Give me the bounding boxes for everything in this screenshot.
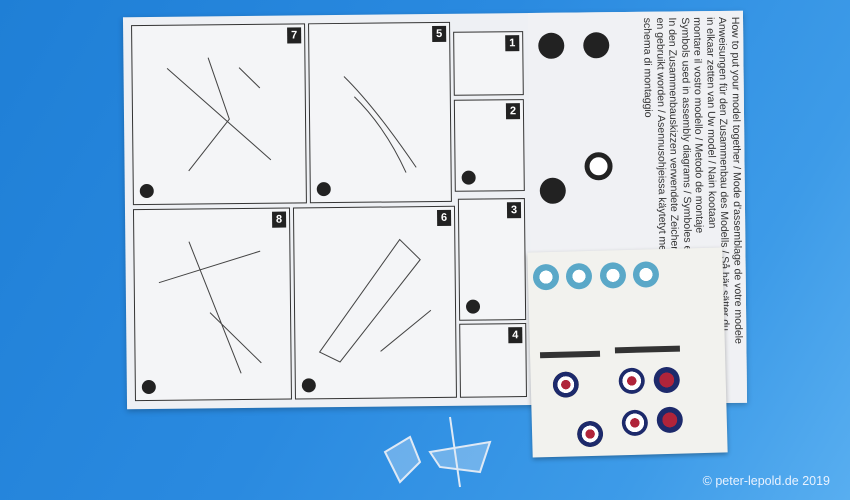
symbol-icon [461,170,476,185]
step-panel-8: 8 [132,207,292,402]
x-symbol-icon [584,152,613,181]
wing-drawing [318,238,432,363]
step-number: 3 [506,202,522,219]
roundel [632,261,660,288]
aircraft-assembly-drawing [158,241,262,374]
stripe-decal [539,350,601,359]
symbol-icon [538,32,565,59]
roundel [565,262,593,290]
step-panel-4: 4 [459,323,527,398]
symbol-icon [139,183,154,199]
question-symbol-icon [539,177,566,204]
aircraft-assembly-drawing [166,57,272,172]
step-number: 4 [508,327,523,344]
step-number: 5 [432,25,447,43]
symbol-icon [583,32,610,59]
step-panel-3: 3 [457,198,527,321]
raf-roundel [552,371,580,398]
watermark: © peter-lepold.de 2019 [702,474,830,488]
step-number: 2 [505,103,521,120]
step-panel-1: 1 [453,31,524,96]
fuselage-drawing [343,76,417,173]
step-number: 1 [505,35,520,52]
symbol-icon [301,378,316,393]
step-number: 7 [287,27,302,44]
raf-roundel [621,409,649,437]
text-line: How to put your model together / Mode d'… [728,16,745,345]
roundel [599,262,627,289]
step-number: 6 [436,209,452,226]
instruction-sheet: 7 5 1 2 8 6 3 4 How to put your model to… [122,10,748,410]
roundel [532,263,560,291]
clear-canopy-parts [383,416,492,488]
step-panel-6: 6 [292,205,457,400]
symbol-icon [316,182,331,197]
decal-sheet [527,247,728,458]
step-number: 8 [272,211,287,228]
raf-roundel [653,366,681,394]
symbol-icon [141,379,156,395]
symbol-icon [465,299,481,314]
step-panel-5: 5 [308,21,452,204]
raf-roundel [656,406,684,434]
stripe-decal [614,345,680,354]
raf-roundel [618,367,646,395]
step-panel-2: 2 [453,99,525,192]
step-panel-7: 7 [131,23,307,206]
raf-roundel [576,420,604,448]
